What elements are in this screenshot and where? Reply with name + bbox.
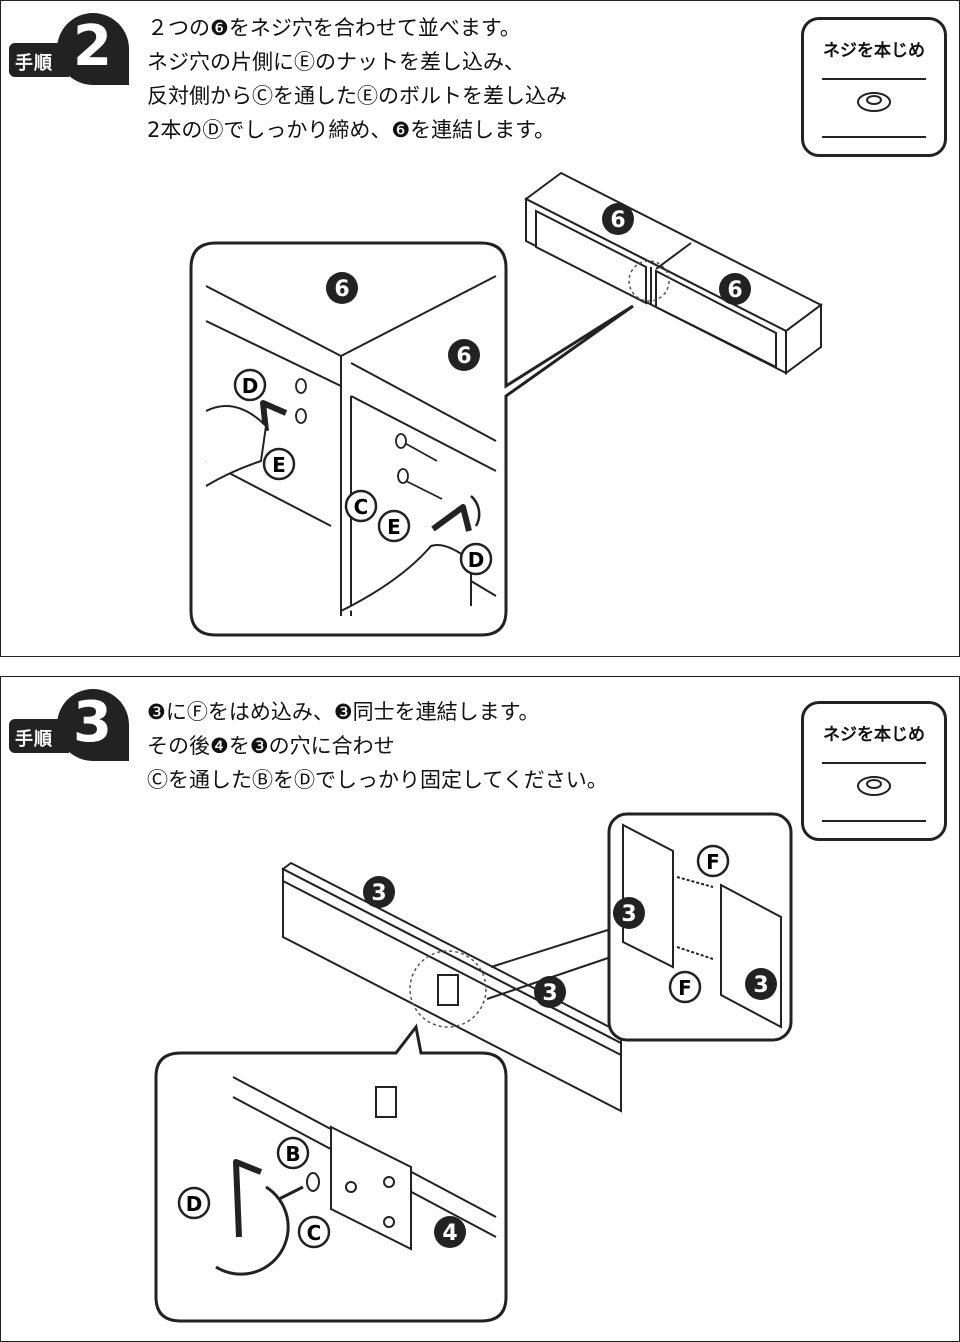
svg-text:F: F [678,976,692,1000]
hand-icon [340,544,472,612]
svg-text:D: D [468,548,485,572]
screw-box-label: ネジを本じめ [823,725,925,745]
rotate-arrow-icon [215,1185,290,1276]
part-label-f: F [668,970,702,1004]
svg-text:6: 6 [727,278,742,303]
part-label-six: 6 [448,339,480,371]
bolt-icon [278,1185,304,1201]
svg-text:3: 3 [542,981,557,1006]
instruction-line: 2本のⒹでしっかり締め、❻を連結します。 [147,118,556,142]
instruction-line: 反対側からⒸを通したⒺのボルトを差し込み [147,84,567,108]
hand-icon [205,405,268,487]
svg-text:6: 6 [610,208,625,233]
svg-text:4: 4 [442,1221,457,1246]
svg-text:3: 3 [753,973,768,998]
part-label-f: F [696,844,730,878]
svg-text:C: C [354,495,369,519]
svg-text:6: 6 [334,277,349,302]
svg-text:C: C [307,1221,322,1245]
step-2-instructions: ２つの❻をネジ穴を合わせて並べます。 ネジ穴の片側にⒺのナットを差し込み、 反対… [147,11,567,147]
instruction-line: ❸にⒻをはめ込み、❸同士を連結します。 [147,700,540,724]
rotate-arrow-icon [470,495,481,527]
screw-tighten-box: ネジを本じめ [801,17,947,157]
hex-key-icon [233,1159,263,1238]
svg-text:D: D [186,1192,203,1216]
instruction-line: ネジ穴の片側にⒺのナットを差し込み、 [147,50,525,74]
hex-key-icon [431,504,472,532]
hex-key-icon [260,400,288,432]
svg-text:D: D [242,374,259,398]
step-3-instructions: ❸にⒻをはめ込み、❸同士を連結します。 その後❹を❸の穴に合わせ Ⓒを通したⒷを… [147,695,608,797]
screw-tighten-box: ネジを本じめ [801,701,947,841]
detail-circle [628,260,670,302]
instruction-line: Ⓒを通したⒷをⒹでしっかり固定してください。 [147,768,608,792]
part-label-e: E [262,447,296,481]
detail-circle [409,950,487,1028]
part-label-b: B [276,1136,310,1170]
instruction-line: ２つの❻をネジ穴を合わせて並べます。 [147,16,521,40]
step-2-illustration: 6 6 6 6 D E C E D [189,171,823,637]
svg-text:3: 3 [621,902,636,927]
part-label-c: C [297,1215,331,1249]
svg-text:E: E [387,515,401,539]
part-label-d: D [459,542,493,576]
svg-text:E: E [272,453,286,477]
svg-text:6: 6 [456,344,471,369]
part-label-d: D [177,1186,211,1220]
cabinet-assembly [524,171,823,375]
part-label-six: 6 [719,273,751,305]
svg-text:3: 3 [371,881,386,906]
washer-icon [857,776,891,796]
washer-icon [306,1172,320,1192]
bolts [295,378,443,500]
svg-text:F: F [706,850,720,874]
step-label: 手順 [15,729,53,750]
step-number: 3 [73,690,112,755]
part-label-six: 6 [326,272,358,304]
step-number: 2 [73,14,112,79]
part-label-d: D [233,368,267,402]
part-label-three: 3 [745,968,777,1000]
part-label-three: 3 [613,897,645,929]
detail-callout [189,241,634,637]
part-label-four: 4 [434,1216,466,1248]
screw-box-label: ネジを本じめ [823,41,925,61]
step-2-panel: 手順 2 ２つの❻をネジ穴を合わせて並べます。 ネジ穴の片側にⒺのナットを差し込… [0,0,960,657]
washer-icon [857,92,891,112]
part-label-three: 3 [363,876,395,908]
step-label: 手順 [15,53,53,74]
part-label-six: 6 [602,203,634,235]
instruction-line: その後❹を❸の穴に合わせ [147,734,395,758]
part-label-three: 3 [534,976,566,1008]
part-label-e: E [377,509,411,543]
part-label-c: C [344,489,378,523]
svg-text:B: B [285,1142,300,1166]
step-3-panel: 手順 3 ❸にⒻをはめ込み、❸同士を連結します。 その後❹を❸の穴に合わせ Ⓒを… [0,676,960,1342]
step-3-illustration: 3 3 3 3 F F B D C 4 [154,812,793,1323]
